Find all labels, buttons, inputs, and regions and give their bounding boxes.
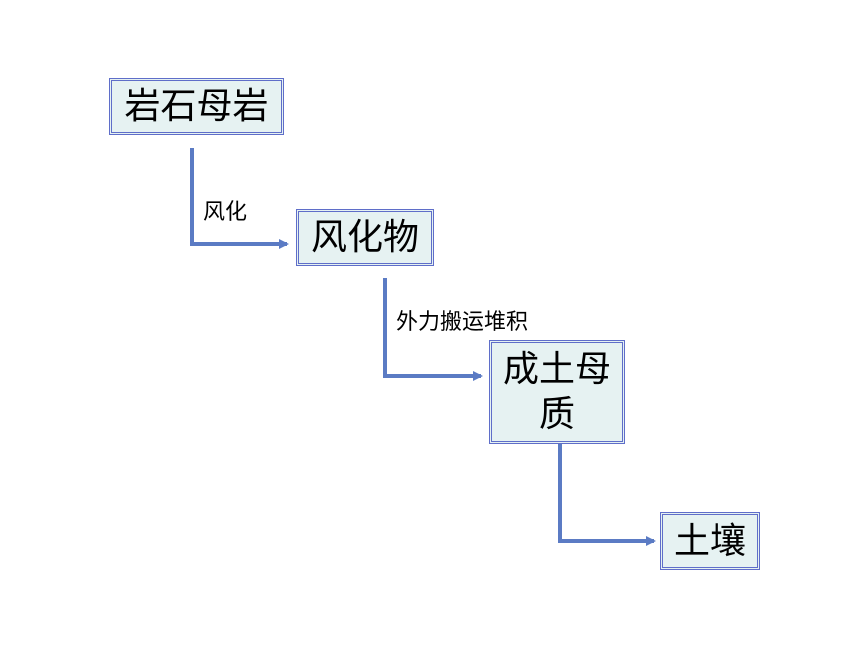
edge-label-transport-deposition: 外力搬运堆积	[396, 310, 529, 335]
node-parent-material-label: 成土母质	[502, 349, 611, 435]
arrow-rock-to-weathered	[190, 148, 289, 249]
node-soil: 土壤	[660, 512, 760, 570]
node-weathered: 风化物	[296, 209, 434, 266]
node-rock: 岩石母岩	[109, 78, 284, 135]
node-rock-label: 岩石母岩	[124, 86, 269, 127]
edge-label-weathering: 风化	[203, 200, 248, 225]
node-weathered-label: 风化物	[310, 217, 419, 258]
node-soil-label: 土壤	[673, 520, 746, 562]
arrow-parent-material-to-soil	[558, 444, 656, 546]
arrow-weathered-to-parent-material	[383, 278, 483, 381]
node-parent-material: 成土母质	[489, 340, 625, 444]
